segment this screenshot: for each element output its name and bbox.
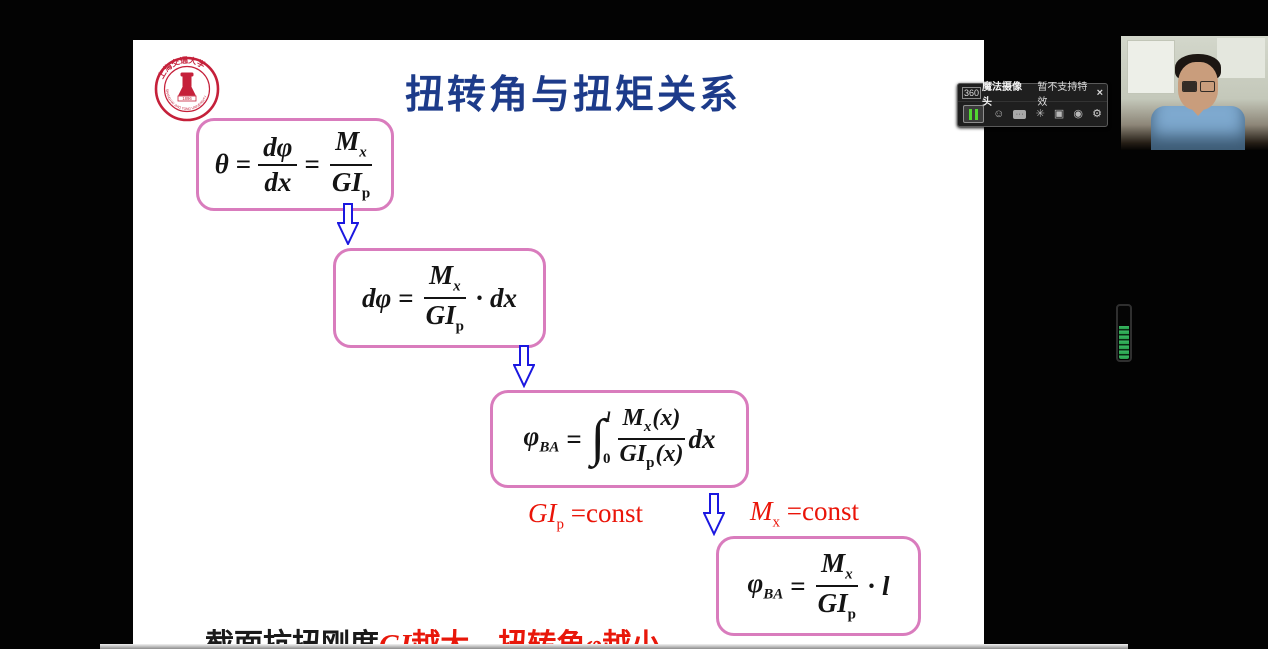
camera-app-name: 魔法摄像头 bbox=[982, 81, 1023, 108]
formula-box-1: θ = dφ dx = Mx GIp bbox=[196, 118, 394, 211]
window-bottom-strip bbox=[100, 644, 1128, 649]
dphi: dφ bbox=[361, 282, 392, 313]
room-window bbox=[1127, 40, 1175, 94]
glasses-right-lens bbox=[1200, 81, 1215, 92]
mic-level-fill bbox=[1119, 326, 1129, 359]
gear-icon[interactable]: ⚙ bbox=[1092, 107, 1102, 120]
slide: 上海交通大学 SHANGHAI JIAO TONG UNIVERSITY 189… bbox=[133, 40, 984, 645]
camera-status-text: 暂不支持特效 bbox=[1037, 81, 1088, 108]
chat-bubble-icon[interactable]: ··· bbox=[1013, 109, 1027, 119]
room-wall-bright bbox=[1217, 38, 1265, 78]
condition-gip-const: GIp =const bbox=[528, 498, 643, 533]
phi-ba: φBA bbox=[747, 568, 784, 603]
down-arrow-icon bbox=[513, 345, 535, 388]
camera-toolbar-titlebar[interactable]: 360 魔法摄像头 暂不支持特效 × bbox=[958, 82, 1107, 108]
camera-icon[interactable]: ◉ bbox=[1073, 107, 1084, 120]
close-icon[interactable]: × bbox=[1096, 86, 1103, 99]
condition-mx-const: Mx =const bbox=[750, 496, 859, 531]
fraction-mx-gip: Mx GIp bbox=[330, 126, 372, 201]
person-neck bbox=[1189, 106, 1207, 116]
theta: θ bbox=[214, 149, 229, 179]
fraction-mx-gip: Mx GIp bbox=[424, 259, 466, 335]
dx: dx bbox=[490, 282, 518, 313]
magic-wand-icon[interactable]: ✳ bbox=[1035, 107, 1045, 120]
integral-sign: ∫ l 0 bbox=[590, 410, 611, 467]
down-arrow-icon bbox=[703, 493, 725, 536]
slide-title: 扭转角与扭矩关系 bbox=[405, 74, 742, 117]
camera-toolbar-icons: ☺ ··· ✳ ▣ ◉ ⚙ bbox=[958, 102, 1107, 126]
university-logo: 上海交通大学 SHANGHAI JIAO TONG UNIVERSITY 189… bbox=[154, 56, 220, 122]
down-arrow-icon bbox=[337, 203, 359, 245]
logo-emblem bbox=[177, 72, 197, 102]
formula-box-3: φBA = ∫ l 0 Mx(x) GIp(x) dx bbox=[490, 390, 749, 488]
dx: dx bbox=[688, 423, 716, 454]
person-face bbox=[1178, 62, 1218, 110]
webcam-tile[interactable] bbox=[1121, 36, 1268, 150]
glasses-left-lens bbox=[1182, 81, 1197, 92]
logo-year: 1896 bbox=[182, 96, 192, 101]
formula-box-2: dφ = Mx GIp · dx bbox=[333, 248, 546, 348]
fraction-dphi-dx: dφ dx bbox=[258, 133, 298, 196]
fraction-mx-of-x: Mx(x) GIp(x) bbox=[617, 405, 686, 471]
smiley-icon[interactable]: ☺ bbox=[993, 107, 1005, 120]
formula-box-4: φBA = Mx GIp · l bbox=[716, 536, 921, 636]
footnote: 截面抗扭刚度GI越大，扭转角φ越小 bbox=[205, 629, 661, 645]
phi-ba: φBA bbox=[523, 421, 560, 456]
length-l: l bbox=[882, 570, 890, 601]
panel-icon[interactable]: ▣ bbox=[1053, 107, 1065, 120]
camera-toolbar: 360 魔法摄像头 暂不支持特效 × ☺ ··· ✳ ▣ ◉ ⚙ bbox=[957, 82, 1108, 127]
fraction-mx-gip: Mx GIp bbox=[816, 547, 858, 623]
pause-button[interactable] bbox=[963, 105, 984, 123]
brand-badge: 360 bbox=[962, 86, 982, 99]
mic-level-meter bbox=[1116, 304, 1132, 362]
